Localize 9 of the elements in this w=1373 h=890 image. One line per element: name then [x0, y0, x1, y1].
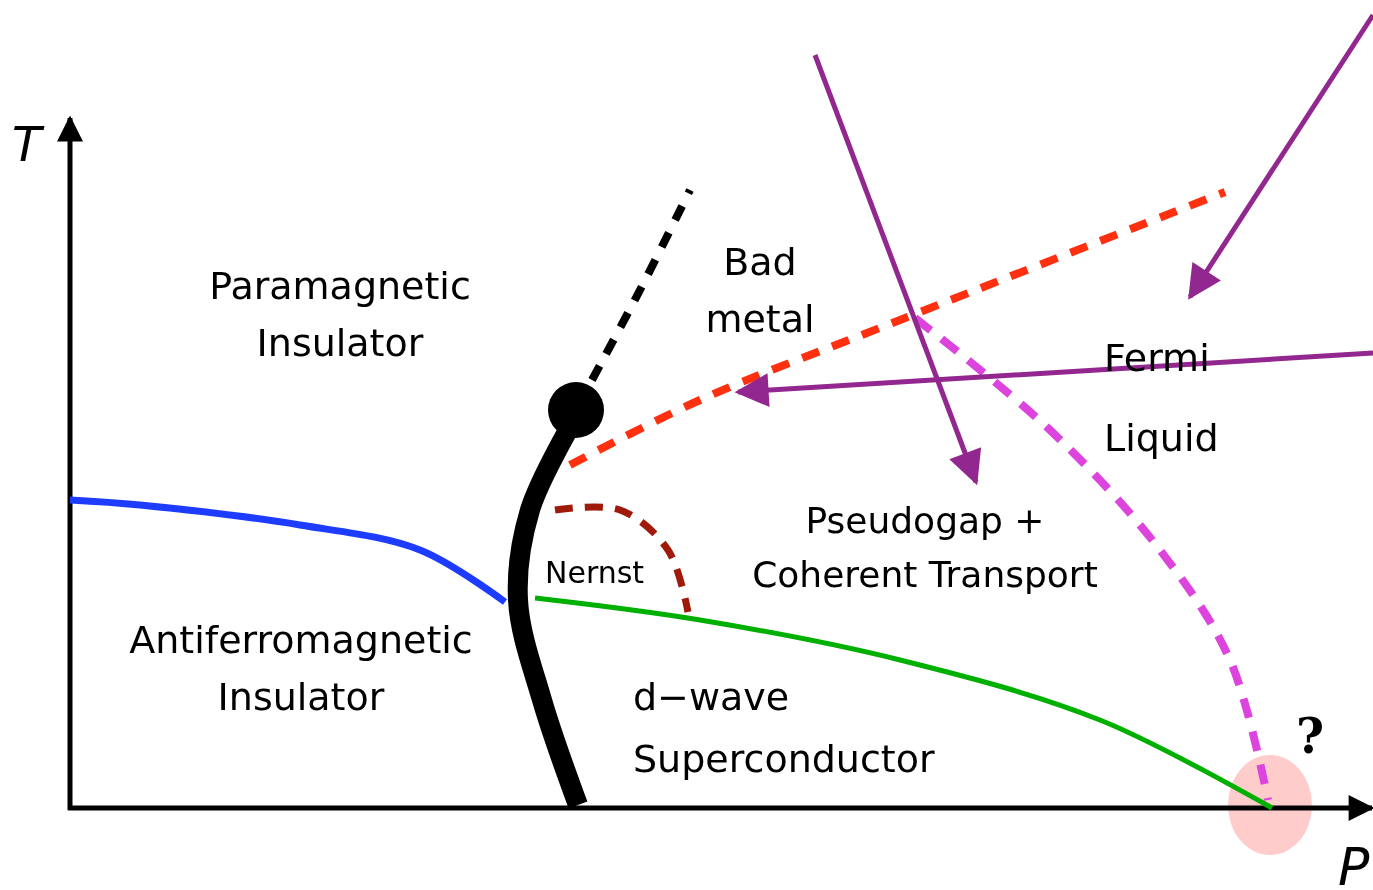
- region-label: Antiferromagnetic Insulator: [128, 617, 474, 721]
- question-mark: ?: [1296, 707, 1326, 766]
- axis-label: P: [1338, 836, 1371, 890]
- region-label: Paramagnetic Insulator: [208, 263, 472, 367]
- region-label: d−wave Superconductor: [633, 674, 936, 783]
- axis-label: T: [12, 108, 62, 180]
- region-label: Pseudogap + Coherent Transport: [751, 499, 1099, 597]
- region-label: Bad metal: [704, 239, 816, 343]
- region-label: Nernst: [545, 554, 646, 592]
